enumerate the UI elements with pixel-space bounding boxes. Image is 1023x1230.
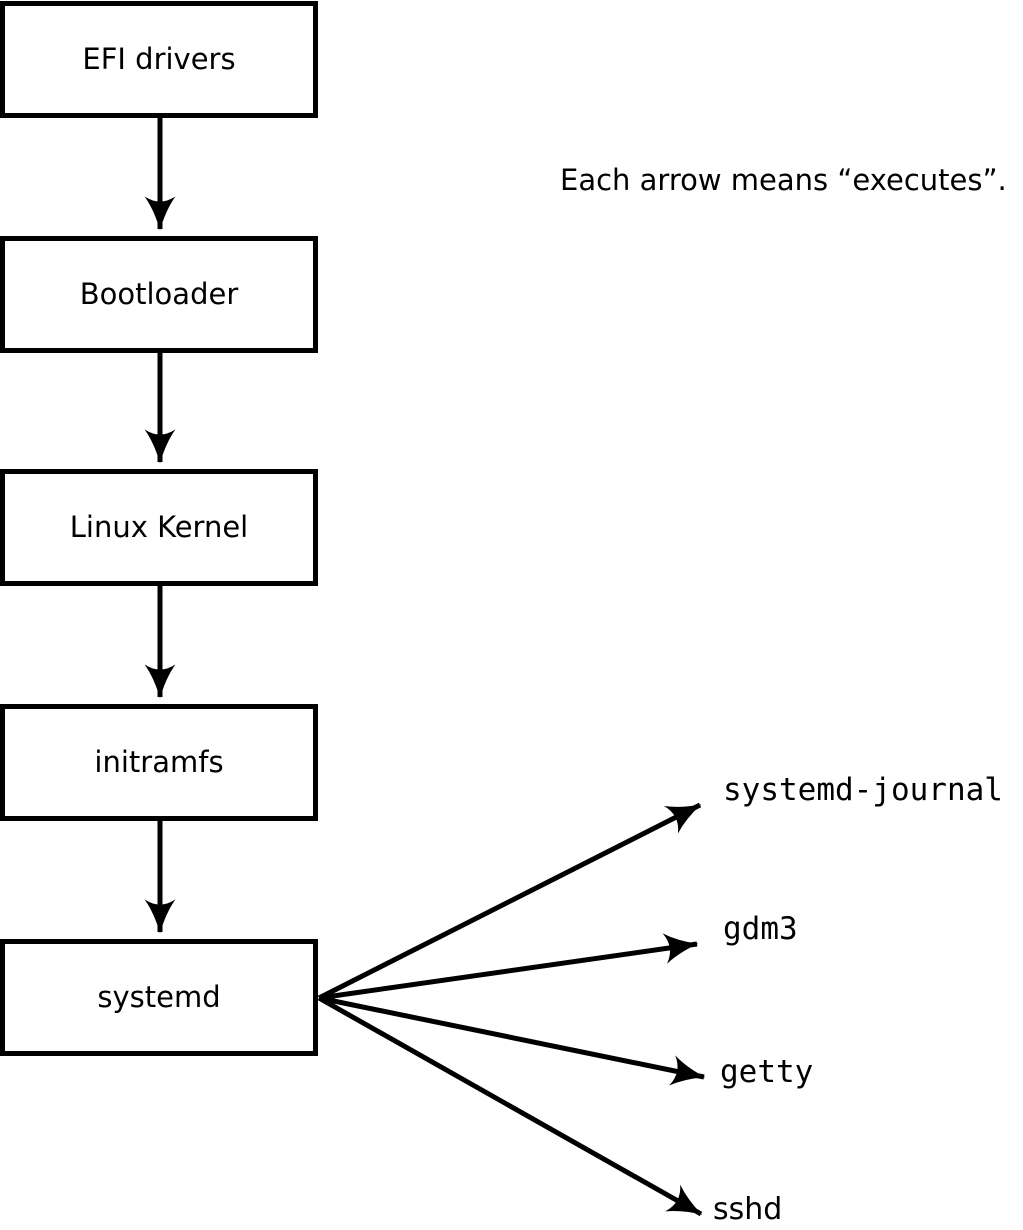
box-bootloader-label: Bootloader	[79, 277, 239, 311]
box-efi-drivers: EFI drivers	[0, 1, 318, 118]
box-systemd-label: systemd	[97, 980, 221, 1014]
box-efi-drivers-label: EFI drivers	[82, 42, 236, 76]
box-initramfs: initramfs	[0, 704, 318, 821]
box-systemd: systemd	[0, 939, 318, 1056]
label-systemd-journal: systemd-journal	[723, 772, 1003, 808]
box-linux-kernel: Linux Kernel	[0, 469, 318, 586]
box-linux-kernel-label: Linux Kernel	[69, 510, 249, 544]
label-getty: getty	[720, 1054, 814, 1090]
caption-arrow-meaning: Each arrow means “executes”.	[560, 163, 1007, 197]
arrow-systemd-to-getty	[318, 995, 706, 1086]
box-initramfs-label: initramfs	[94, 745, 224, 779]
arrow-systemd-to-gdm3	[318, 933, 699, 1001]
label-sshd: sshd	[713, 1192, 783, 1227]
arrow-systemd-to-sshd	[317, 995, 703, 1217]
arrow-systemd-to-systemd-journal	[317, 802, 702, 1001]
label-gdm3: gdm3	[723, 911, 798, 947]
box-bootloader: Bootloader	[0, 236, 318, 353]
